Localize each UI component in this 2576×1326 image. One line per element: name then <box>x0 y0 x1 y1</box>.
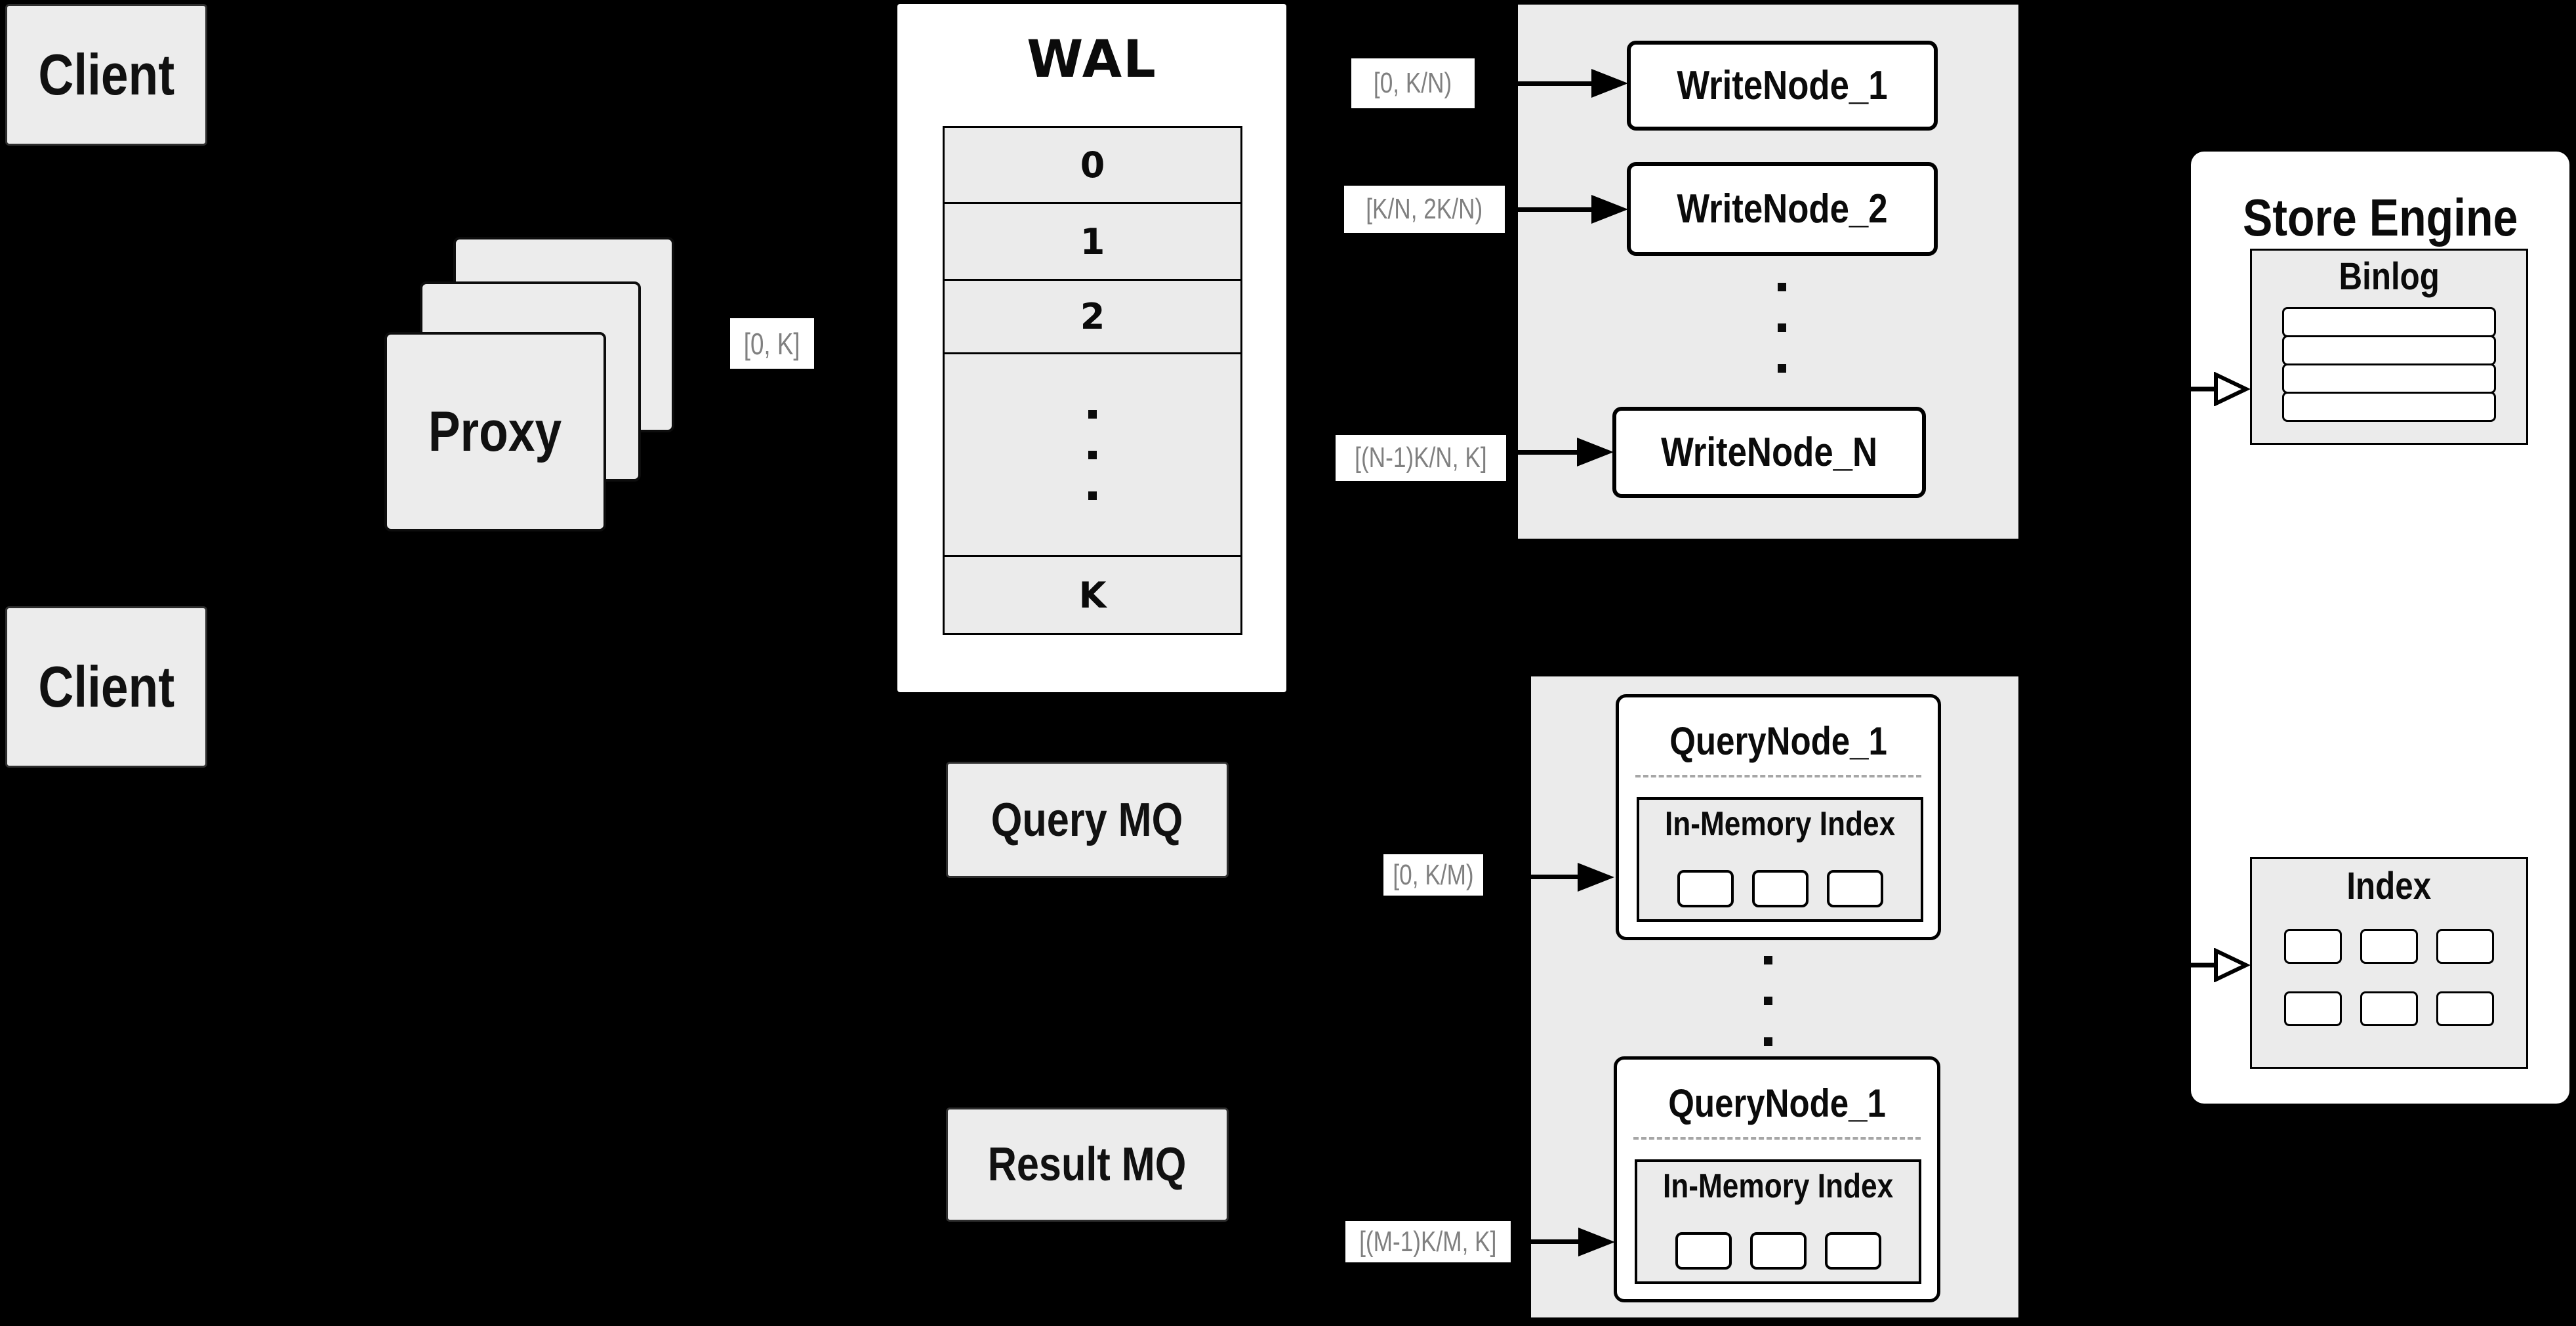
proxy-card-front: Proxy <box>384 332 606 531</box>
dashed-divider <box>1633 1137 1921 1140</box>
proxy-label: Proxy <box>428 400 562 463</box>
client-box-top: Client <box>5 4 207 146</box>
client-top-label: Client <box>38 42 174 107</box>
index-file-box <box>2360 928 2418 964</box>
segment-box <box>1675 1232 1732 1270</box>
query-mq-box: Query MQ <box>946 762 1229 878</box>
query-nodes-ellipsis-dots <box>1764 956 1772 1046</box>
dashed-divider <box>1635 775 1921 777</box>
segment-box <box>1824 1232 1881 1270</box>
write-nodes-ellipsis-dots <box>1778 283 1786 373</box>
wal-row-0: 0 <box>945 128 1240 202</box>
arrowhead-writenode-1 <box>1591 69 1628 98</box>
arrowhead-querynode-1 <box>1578 863 1614 892</box>
range-label-writenode-2: [K/N, 2K/N) <box>1344 186 1505 233</box>
arrow-to-writenode-1 <box>1475 81 1591 86</box>
store-engine-box: Store Engine Binlog Index <box>2191 152 2569 1104</box>
write-node-2: WriteNode_2 <box>1627 162 1938 256</box>
wal-row-k: K <box>945 555 1240 633</box>
wal-row-ellipsis <box>945 352 1240 555</box>
binlog-file-bar <box>2282 335 2496 365</box>
write-node-1: WriteNode_1 <box>1627 41 1938 131</box>
hollow-arrow-binlog <box>2188 372 2251 406</box>
index-box: Index <box>2250 857 2528 1069</box>
in-memory-index-2-title: In-Memory Index <box>1662 1167 1894 1205</box>
index-file-box <box>2436 991 2494 1026</box>
arrowhead-querynode-2 <box>1578 1228 1615 1256</box>
segment-box <box>1826 869 1883 907</box>
arrow-to-writenode-n <box>1506 450 1577 455</box>
range-label-querynode-2: [(M-1)K/M, K] <box>1345 1221 1511 1262</box>
write-node-n: WriteNode_N <box>1612 407 1926 498</box>
hollow-arrow-index <box>2188 948 2251 982</box>
in-memory-segments-2 <box>1637 1230 1919 1271</box>
segment-box <box>1677 869 1734 907</box>
arrowhead-writenode-2 <box>1591 195 1628 224</box>
index-title: Index <box>2346 864 2432 907</box>
arrowhead-writenode-n <box>1577 438 1614 466</box>
in-memory-index-2: In-Memory Index <box>1635 1159 1921 1284</box>
query-node-2-title: QueryNode_1 <box>1668 1081 1886 1125</box>
wal-row-2: 2 <box>945 279 1240 352</box>
query-node-2: QueryNode_1 In-Memory Index <box>1614 1056 1940 1302</box>
wal-title: WAL <box>1027 30 1157 89</box>
wal-box: WAL 0 1 2 K <box>897 4 1286 692</box>
index-file-box <box>2436 928 2494 964</box>
arrow-to-querynode-1 <box>1483 875 1578 879</box>
wal-row-1: 1 <box>945 202 1240 279</box>
binlog-box: Binlog <box>2250 249 2528 445</box>
query-node-1-title: QueryNode_1 <box>1669 718 1887 763</box>
range-label-writenode-1: [0, K/N) <box>1351 58 1475 108</box>
index-file-row-1 <box>2252 927 2526 965</box>
binlog-file-bar <box>2282 392 2496 422</box>
wal-segment-table: 0 1 2 K <box>943 126 1242 635</box>
in-memory-index-1-title: In-Memory Index <box>1664 805 1896 843</box>
binlog-bars <box>2252 307 2526 422</box>
binlog-title: Binlog <box>2339 255 2440 298</box>
range-label-querynode-1: [0, K/M) <box>1383 854 1483 896</box>
binlog-file-bar <box>2282 363 2496 394</box>
range-label-writenode-n: [(N-1)K/N, K] <box>1336 435 1506 481</box>
index-file-box <box>2360 991 2418 1026</box>
segment-box <box>1749 1232 1807 1270</box>
in-memory-index-1: In-Memory Index <box>1637 797 1923 922</box>
index-file-box <box>2284 928 2342 964</box>
result-mq-box: Result MQ <box>946 1108 1229 1222</box>
index-file-box <box>2284 991 2342 1026</box>
arrow-to-writenode-2 <box>1505 207 1591 212</box>
range-label-proxy-wal: [0, K] <box>730 318 814 369</box>
segment-box <box>1751 869 1809 907</box>
in-memory-segments-1 <box>1639 868 1921 909</box>
client-box-bottom: Client <box>5 606 207 768</box>
ellipsis-dots <box>1088 409 1097 500</box>
query-node-1: QueryNode_1 In-Memory Index <box>1616 694 1941 940</box>
index-file-row-2 <box>2252 989 2526 1027</box>
client-bottom-label: Client <box>38 654 174 719</box>
arrow-to-querynode-2 <box>1511 1239 1578 1244</box>
binlog-file-bar <box>2282 307 2496 337</box>
store-engine-title: Store Engine <box>2242 188 2518 247</box>
